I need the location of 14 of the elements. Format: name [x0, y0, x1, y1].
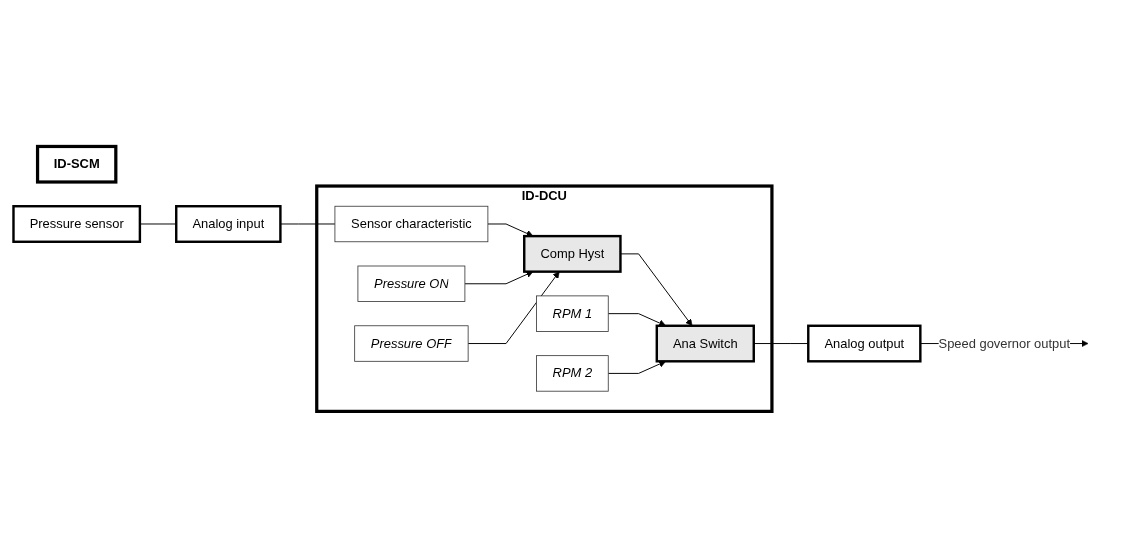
node-box: Pressure OFF: [354, 324, 469, 362]
node-box: Ana Switch: [655, 324, 755, 363]
node-box: Sensor characteristic: [334, 205, 489, 242]
node-box: Analog input: [175, 204, 282, 243]
node-box: Pressure ON: [357, 265, 466, 302]
node-box: RPM 1: [536, 295, 609, 332]
connector: [139, 223, 177, 225]
node-box: Comp Hyst: [523, 234, 622, 273]
node-box: RPM 2: [536, 354, 609, 392]
edge-label: Speed governor output: [938, 335, 1071, 350]
node-box: ID-SCM: [35, 144, 118, 184]
node-box: Analog output: [807, 324, 922, 363]
node-box: Pressure sensor: [12, 204, 142, 243]
connector: [753, 342, 809, 344]
